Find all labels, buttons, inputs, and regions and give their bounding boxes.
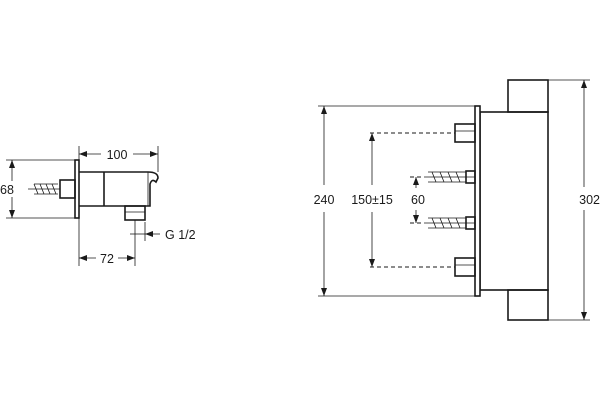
dim-100-label: 100 [107,148,128,162]
front-view: 150±15 60 240 302 [314,79,600,321]
thread-label: G 1/2 [165,228,196,242]
dim-100 [78,146,159,172]
front-anchor-lower [424,216,476,230]
dim-150 [369,133,375,267]
dim-60 [413,177,419,223]
dim-302 [548,79,590,321]
thread-marker [130,222,160,241]
front-anchor-upper [424,170,476,184]
dim-240-label: 240 [314,193,335,207]
front-main-body [479,111,549,291]
side-body [79,171,159,207]
dim-72-label: 72 [100,252,114,266]
front-upper-bolt [454,123,476,143]
side-view: 100 68 G 1/2 72 [0,146,196,266]
dim-150-label: 150±15 [351,193,393,207]
dim-72 [78,218,136,266]
front-wall-plate [474,105,481,297]
front-lower-box [507,289,549,321]
front-upper-box [507,79,549,113]
dim-302-label: 302 [579,193,600,207]
side-rear-stub [59,179,76,199]
dim-60-label: 60 [411,193,425,207]
dim-68 [6,159,75,219]
side-outlet [124,205,146,221]
dim-68-label: 68 [0,183,14,197]
side-anchor-screw [28,183,60,195]
dim-240 [318,105,475,297]
front-lower-bolt [454,257,476,277]
